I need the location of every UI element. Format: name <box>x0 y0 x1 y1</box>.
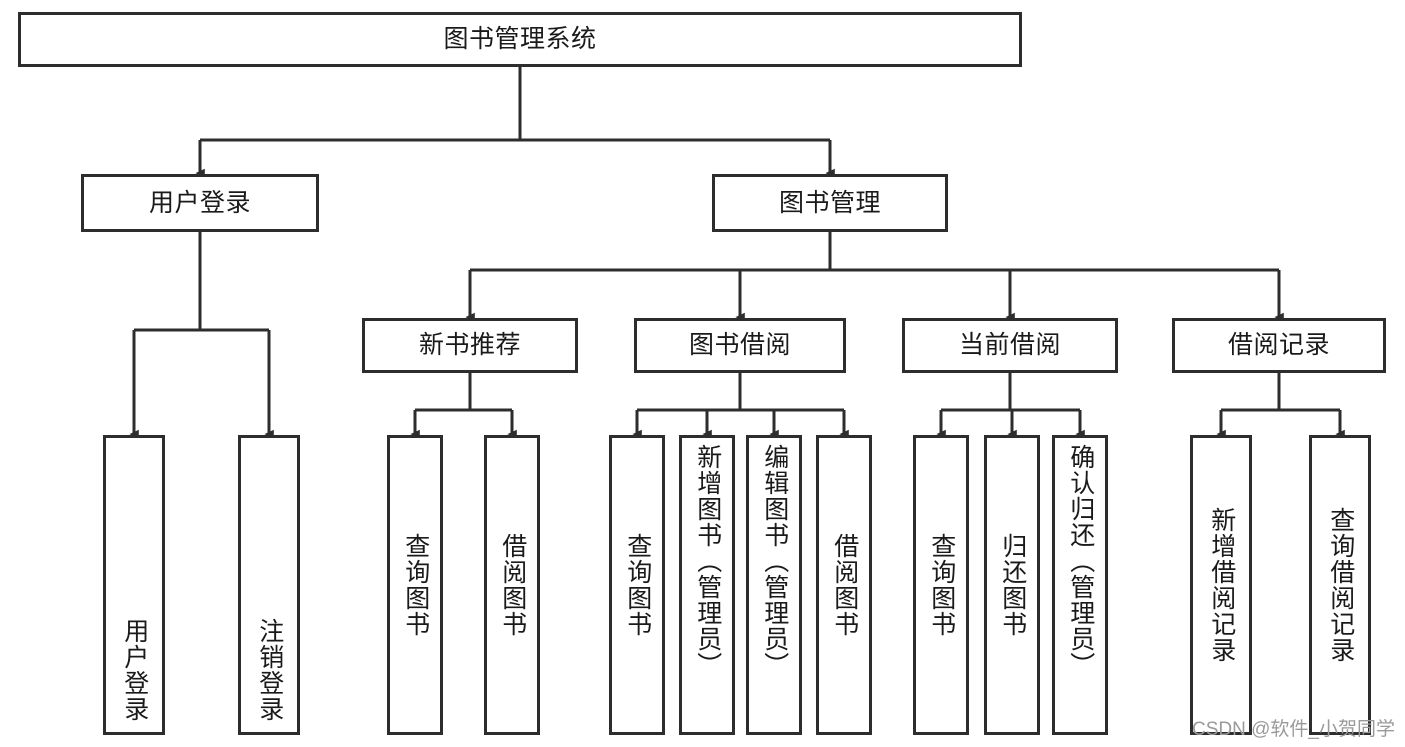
node-leaf-cur-return: 归还图书 <box>984 435 1040 735</box>
node-leaf-cur-confirm: 确认归还（管理员） <box>1052 435 1108 735</box>
node-label: 确认归还（管理员） <box>1066 444 1095 678</box>
node-label: 编辑图书（管理员） <box>760 444 789 678</box>
node-label: 注销登录 <box>255 618 284 722</box>
node-leaf-user-login: 用户登录 <box>103 435 165 735</box>
node-leaf-bw-borrow: 借阅图书 <box>816 435 872 735</box>
node-records: 借阅记录 <box>1172 318 1386 373</box>
node-leaf-bw-edit: 编辑图书（管理员） <box>746 435 802 735</box>
node-label: 当前借阅 <box>958 331 1061 360</box>
node-leaf-bw-add: 新增图书（管理员） <box>679 435 735 735</box>
node-label: 借阅记录 <box>1227 331 1330 360</box>
node-label: 新增借阅记录 <box>1207 507 1236 663</box>
node-label: 图书管理系统 <box>443 25 597 54</box>
node-label: 查询借阅记录 <box>1326 507 1355 663</box>
node-root: 图书管理系统 <box>18 12 1022 67</box>
node-current: 当前借阅 <box>902 318 1118 373</box>
node-label: 图书借阅 <box>688 331 791 360</box>
node-label: 查询图书 <box>623 533 652 637</box>
node-leaf-user-logout: 注销登录 <box>238 435 300 735</box>
node-leaf-cur-query: 查询图书 <box>913 435 969 735</box>
node-label: 图书管理 <box>778 188 881 217</box>
node-login: 用户登录 <box>81 174 319 232</box>
node-label: 查询图书 <box>927 533 956 637</box>
node-borrow: 图书借阅 <box>634 318 846 373</box>
node-label: 借阅图书 <box>498 533 527 637</box>
node-label: 新增图书（管理员） <box>693 444 722 678</box>
node-label: 新书推荐 <box>418 331 521 360</box>
node-label: 归还图书 <box>998 533 1027 637</box>
csdn-watermark: CSDN @软件_小贺同学 <box>1192 719 1395 740</box>
node-leaf-bw-query: 查询图书 <box>609 435 665 735</box>
node-leaf-rec-add: 新增借阅记录 <box>1190 435 1252 735</box>
node-leaf-nb-borrow: 借阅图书 <box>484 435 540 735</box>
node-label: 借阅图书 <box>830 533 859 637</box>
node-label: 用户登录 <box>148 188 251 217</box>
node-leaf-nb-query: 查询图书 <box>387 435 443 735</box>
node-newbook: 新书推荐 <box>362 318 578 373</box>
node-bookmgmt: 图书管理 <box>712 174 948 232</box>
node-leaf-rec-query: 查询借阅记录 <box>1309 435 1371 735</box>
node-label: 查询图书 <box>401 533 430 637</box>
node-label: 用户登录 <box>120 618 149 722</box>
